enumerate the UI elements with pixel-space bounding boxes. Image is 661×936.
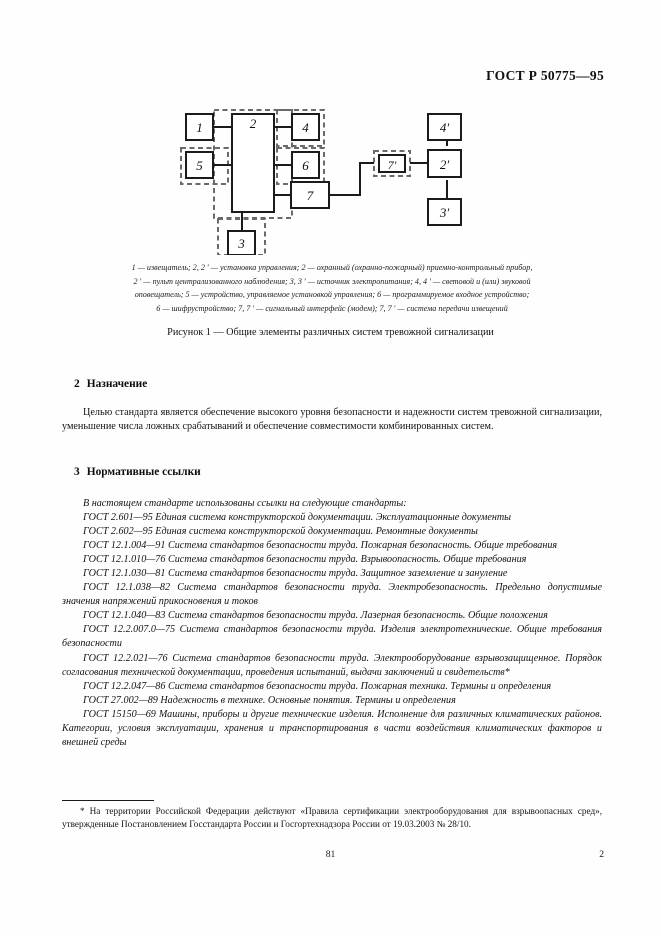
node-box-6 <box>290 150 321 180</box>
section-2-title: Назначение <box>86 378 148 390</box>
node-label-2: 2 <box>250 116 257 131</box>
node-box-4 <box>290 112 321 142</box>
figure-caption: Рисунок 1 — Общие элементы различных сис… <box>167 327 494 338</box>
reference-item: ГОСТ 12.2.047—86 Система стандартов безо… <box>83 680 552 692</box>
node-box-2-prime <box>426 148 463 179</box>
node-box-1 <box>184 112 215 142</box>
figure-legend-line: оповещатель; 5 — устройство, управляемое… <box>134 290 530 300</box>
reference-item: ГОСТ 12.1.038—82 Система стандартов безо… <box>62 582 602 608</box>
section-2-body: Целью стандарта является обеспечение выс… <box>62 406 602 434</box>
reference-item: ГОСТ 12.1.004—91 Система стандартов безо… <box>83 540 558 552</box>
node-label-7: 7 <box>307 188 314 203</box>
reference-item: ГОСТ 2.602—95 Единая система конструктор… <box>83 526 478 538</box>
node-label-6: 6 <box>302 158 309 173</box>
node-label-3-prime: 3′ <box>439 205 450 220</box>
section-2-number: 2 <box>74 378 80 390</box>
node-label-4: 4 <box>302 120 309 135</box>
footnote-block: * На территории Российской Федерации дей… <box>62 805 602 831</box>
dashed-frame-3 <box>217 218 266 255</box>
node-label-3: 3 <box>237 236 245 251</box>
figure-legend-line: 1 — извещатель; 2, 2 ′ — установка управ… <box>131 263 533 272</box>
link-7-to-7-prime <box>329 161 374 197</box>
reference-item: ГОСТ 12.1.040—83 Система стандартов безо… <box>83 610 548 622</box>
figure-1-diagram: 1 2 4 5 6 7 3 7′ 4′ 2′ 3′ <box>0 100 661 255</box>
figure-legend: 1 — извещатель; 2, 2 ′ — установка управ… <box>62 261 602 315</box>
reference-item: ГОСТ 12.1.010—76 Система стандартов безо… <box>83 554 527 566</box>
node-box-7 <box>289 180 331 210</box>
figure-legend-line: 2 ′ — пульт централизованного наблюдения… <box>133 276 531 286</box>
reference-item: ГОСТ 12.2.007.0—75 Система стандартов бе… <box>62 624 602 650</box>
node-label-1: 1 <box>196 120 203 135</box>
block-diagram-svg: 1 2 4 5 6 7 3 7′ 4′ 2′ 3′ <box>180 109 463 255</box>
section-2-paragraph: Целью стандарта является обеспечение выс… <box>62 407 602 433</box>
page-number-center: 81 <box>325 849 336 860</box>
normative-references-list: В настоящем стандарте использованы ссылк… <box>62 497 602 750</box>
section-3-number: 3 <box>74 466 80 478</box>
node-box-5 <box>184 150 215 180</box>
section-3-heading: 3 Нормативные ссылки <box>74 466 201 478</box>
node-box-7-prime <box>377 153 407 174</box>
footnote-separator <box>62 800 154 801</box>
reference-item: ГОСТ 12.2.021—76 Система стандартов безо… <box>62 652 602 678</box>
node-box-2 <box>230 112 276 214</box>
reference-item: ГОСТ 2.601—95 Единая система конструктор… <box>83 512 512 524</box>
references-intro: В настоящем стандарте использованы ссылк… <box>83 498 407 509</box>
footnote-text: На территории Российской Федерации дейст… <box>62 806 603 830</box>
node-box-3 <box>226 229 257 255</box>
reference-item: ГОСТ 15150—69 Машины, приборы и другие т… <box>62 708 602 748</box>
node-label-4-prime: 4′ <box>440 120 450 135</box>
figure-legend-line: 6 — шифрустройство; 7, 7 ′ — сигнальный … <box>156 303 508 313</box>
section-2-heading: 2 Назначение <box>74 378 147 390</box>
node-box-3-prime <box>426 197 463 227</box>
reference-item: ГОСТ 12.1.030—81 Система стандартов безо… <box>83 568 508 580</box>
dashed-frame-7-prime <box>373 150 411 177</box>
page-number-right: 2 <box>599 849 604 860</box>
standard-code-header: ГОСТ Р 50775—95 <box>486 68 604 83</box>
section-3-title: Нормативные ссылки <box>86 466 201 478</box>
node-label-2-prime: 2′ <box>440 157 450 172</box>
node-label-5: 5 <box>196 158 203 173</box>
node-label-7-prime: 7′ <box>388 158 397 172</box>
reference-item: ГОСТ 27.002—89 Надежность в технике. Осн… <box>83 694 456 706</box>
footnote-marker: * <box>80 806 85 816</box>
node-box-4-prime <box>426 112 463 142</box>
dashed-frame-5 <box>180 147 229 185</box>
